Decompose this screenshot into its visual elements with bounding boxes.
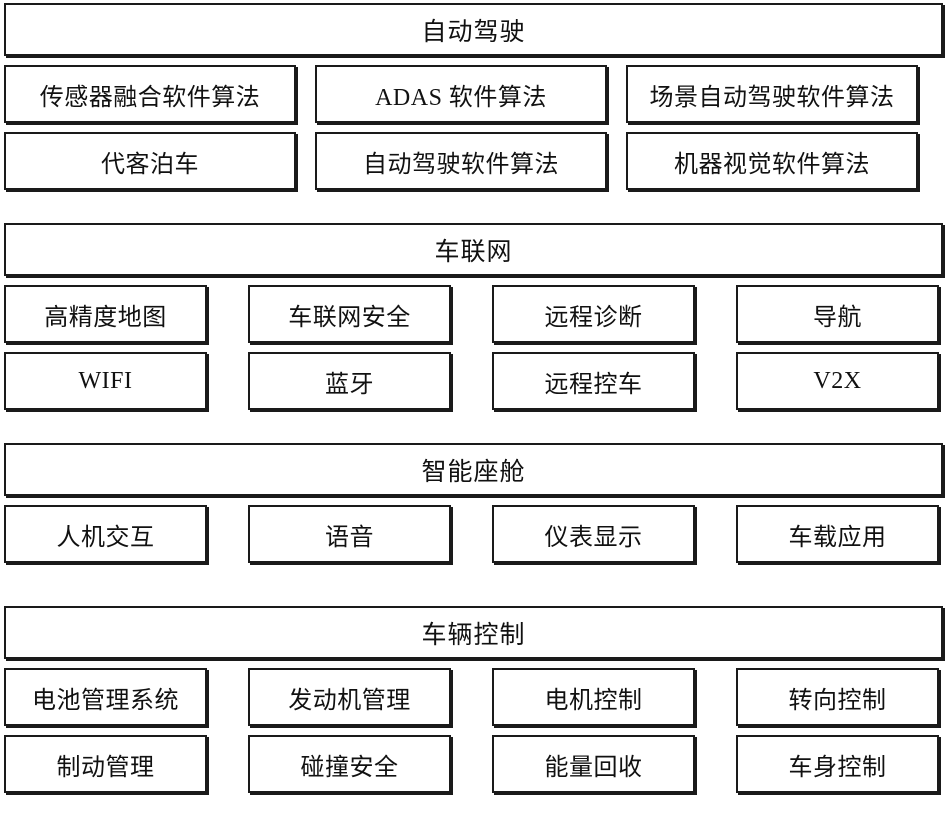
section-row: 制动管理 碰撞安全 能量回收 车身控制: [4, 735, 943, 793]
section-row: 人机交互 语音 仪表显示 车载应用: [4, 505, 943, 563]
capability-box[interactable]: 机器视觉软件算法: [626, 132, 918, 190]
capability-box[interactable]: 人机交互: [4, 505, 207, 563]
section-row: WIFI 蓝牙 远程控车 V2X: [4, 352, 943, 410]
capability-box[interactable]: 电池管理系统: [4, 668, 207, 726]
capability-box[interactable]: 自动驾驶软件算法: [315, 132, 607, 190]
section-autonomous-driving: 自动驾驶 传感器融合软件算法 ADAS 软件算法 场景自动驾驶软件算法 代客泊车…: [4, 3, 943, 190]
section-vehicle-control: 车辆控制 电池管理系统 发动机管理 电机控制 转向控制 制动管理 碰撞安全 能量…: [4, 606, 943, 793]
capability-box[interactable]: 传感器融合软件算法: [4, 65, 296, 123]
section-header-autonomous-driving: 自动驾驶: [4, 3, 943, 56]
section-row: 电池管理系统 发动机管理 电机控制 转向控制: [4, 668, 943, 726]
capability-box[interactable]: 发动机管理: [248, 668, 451, 726]
capability-box[interactable]: 场景自动驾驶软件算法: [626, 65, 918, 123]
capability-box[interactable]: 高精度地图: [4, 285, 207, 343]
capability-box[interactable]: ADAS 软件算法: [315, 65, 607, 123]
capability-box[interactable]: 语音: [248, 505, 451, 563]
capability-box[interactable]: 电机控制: [492, 668, 695, 726]
capability-box[interactable]: 车身控制: [736, 735, 939, 793]
capability-box[interactable]: 车载应用: [736, 505, 939, 563]
section-spacer: [4, 563, 943, 606]
section-connected-vehicle: 车联网 高精度地图 车联网安全 远程诊断 导航 WIFI 蓝牙 远程控车 V2X: [4, 223, 943, 410]
capability-box[interactable]: 转向控制: [736, 668, 939, 726]
section-header-vehicle-control: 车辆控制: [4, 606, 943, 659]
capability-box[interactable]: 碰撞安全: [248, 735, 451, 793]
section-spacer: [4, 190, 943, 223]
section-header-smart-cockpit: 智能座舱: [4, 443, 943, 496]
section-spacer: [4, 410, 943, 443]
section-row: 传感器融合软件算法 ADAS 软件算法 场景自动驾驶软件算法: [4, 65, 943, 123]
section-smart-cockpit: 智能座舱 人机交互 语音 仪表显示 车载应用: [4, 443, 943, 563]
capability-box[interactable]: 远程诊断: [492, 285, 695, 343]
capability-box[interactable]: WIFI: [4, 352, 207, 410]
capability-box[interactable]: 能量回收: [492, 735, 695, 793]
section-header-connected-vehicle: 车联网: [4, 223, 943, 276]
capability-box[interactable]: 仪表显示: [492, 505, 695, 563]
section-row: 代客泊车 自动驾驶软件算法 机器视觉软件算法: [4, 132, 943, 190]
capability-box[interactable]: 代客泊车: [4, 132, 296, 190]
capability-box[interactable]: V2X: [736, 352, 939, 410]
capability-box[interactable]: 车联网安全: [248, 285, 451, 343]
capability-box[interactable]: 制动管理: [4, 735, 207, 793]
section-row: 高精度地图 车联网安全 远程诊断 导航: [4, 285, 943, 343]
capability-box[interactable]: 导航: [736, 285, 939, 343]
capability-box[interactable]: 蓝牙: [248, 352, 451, 410]
capability-box[interactable]: 远程控车: [492, 352, 695, 410]
